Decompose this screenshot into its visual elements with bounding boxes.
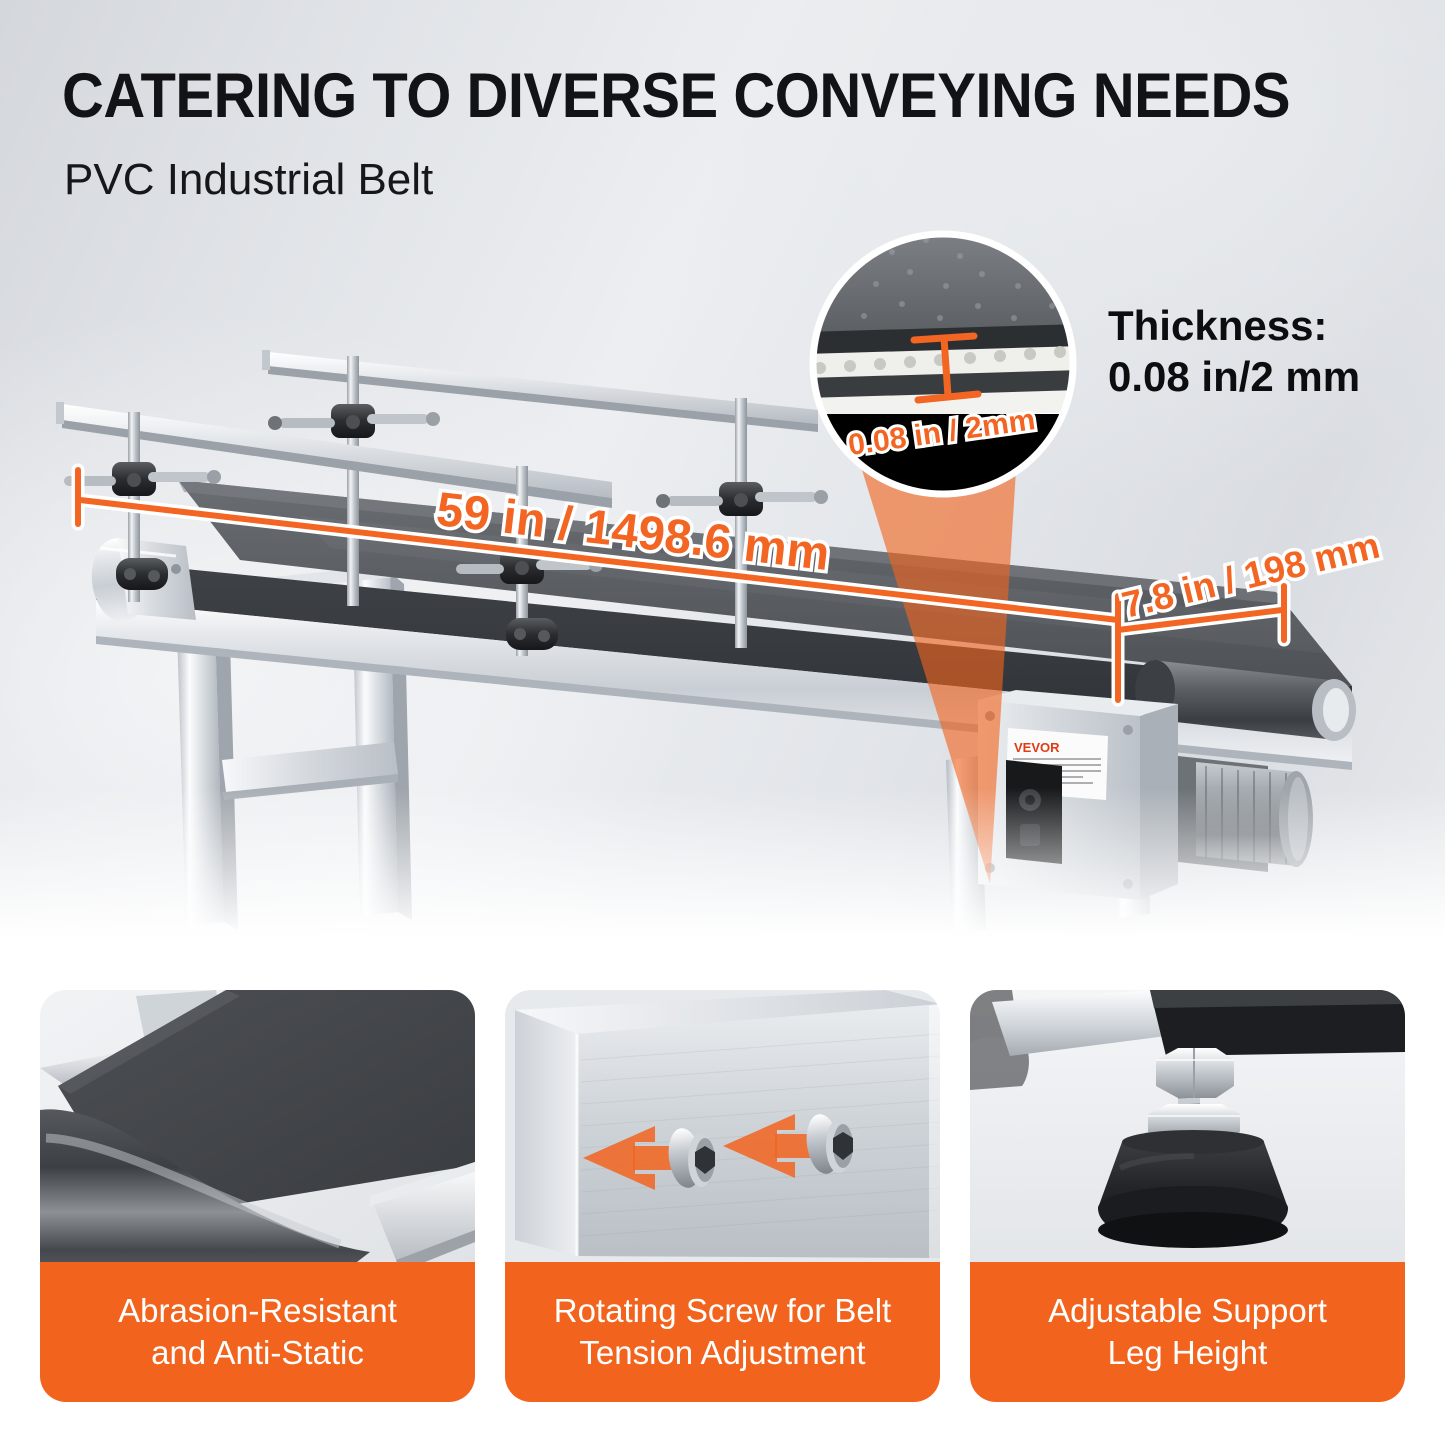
page-subtitle: PVC Industrial Belt	[64, 155, 434, 204]
belt-roller-closeup-image	[40, 990, 475, 1275]
thickness-callout-text: Thickness: 0.08 in/2 mm	[1108, 300, 1360, 402]
feature-caption-3-line2: Leg Height	[1107, 1334, 1268, 1371]
hex-nut-upper	[1156, 1048, 1234, 1098]
hero-section: CATERING TO DIVERSE CONVEYING NEEDS PVC …	[0, 0, 1445, 938]
magnifier-pointer-cone	[862, 470, 1016, 884]
adjustable-foot-closeup-image	[970, 990, 1405, 1275]
feature-caption-1-line2: and Anti-Static	[151, 1334, 364, 1371]
svg-text:VEVOR: VEVOR	[1014, 740, 1060, 755]
feature-caption-2-line2: Tension Adjustment	[579, 1334, 866, 1371]
feature-caption-3-line1: Adjustable Support	[1048, 1292, 1327, 1329]
power-switch	[1020, 824, 1040, 846]
feature-card-abrasion-resistant[interactable]: Abrasion-Resistant and Anti-Static	[40, 990, 475, 1402]
features-section: Abrasion-Resistant and Anti-Static	[0, 938, 1445, 1445]
feature-caption-2: Rotating Screw for Belt Tension Adjustme…	[505, 1262, 940, 1402]
i-beam-thickness-icon	[910, 332, 982, 404]
hex-socket-screw-1	[668, 1128, 715, 1188]
feature-caption-1: Abrasion-Resistant and Anti-Static	[40, 1262, 475, 1402]
thickness-label: Thickness:	[1108, 302, 1328, 349]
length-dimension	[75, 467, 1121, 623]
page-title: CATERING TO DIVERSE CONVEYING NEEDS	[62, 61, 1291, 131]
motor-body	[1196, 762, 1296, 866]
feature-card-tension-screw[interactable]: Rotating Screw for Belt Tension Adjustme…	[505, 990, 940, 1402]
rail-clamp-knobs	[64, 404, 828, 650]
dimension-lines	[75, 467, 1287, 703]
belt-side-front	[96, 560, 1352, 726]
hex-socket-screw-2	[806, 1114, 853, 1174]
width-dimension	[1115, 583, 1287, 703]
feature-card-adjustable-foot[interactable]: Adjustable Support Leg Height	[970, 990, 1405, 1402]
foot-pad	[1098, 1130, 1288, 1248]
feature-caption-3: Adjustable Support Leg Height	[970, 1262, 1405, 1402]
tension-screw-closeup-image	[505, 990, 940, 1275]
motor-assembly: VEVOR	[978, 690, 1313, 900]
magnifier-bubble: 0.08 in / 2mm	[809, 230, 1077, 498]
feature-caption-1-line1: Abrasion-Resistant	[118, 1292, 397, 1329]
thickness-value: 0.08 in/2 mm	[1108, 353, 1361, 400]
feature-caption-2-line1: Rotating Screw for Belt	[553, 1292, 892, 1329]
